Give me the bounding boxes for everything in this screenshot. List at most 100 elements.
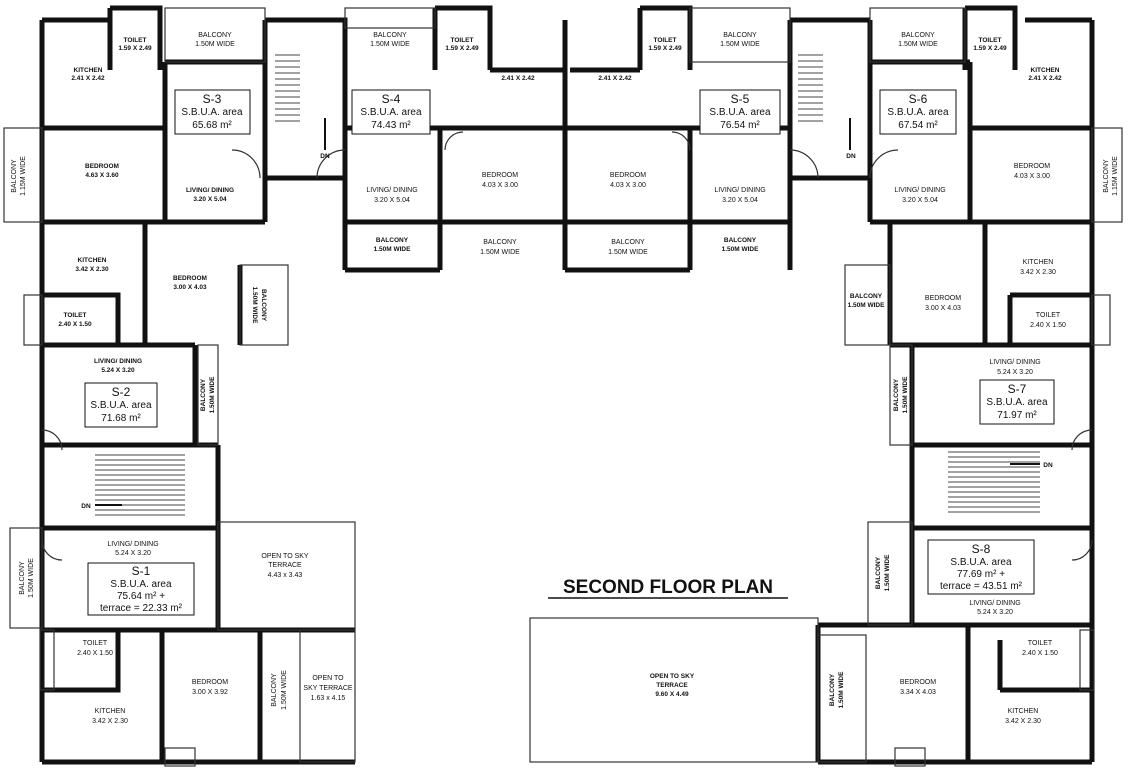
unit-s3: S-3 S.B.U.A. area 65.68 m² [174, 89, 251, 135]
room-label: BALCONY [829, 673, 836, 706]
room-dim: 5.24 X 3.20 [115, 550, 151, 557]
room-dim: 3.00 X 4.03 [173, 284, 207, 291]
room-dim: 3.20 X 5.04 [902, 197, 938, 204]
room-label: LIVING/ DINING [366, 187, 417, 194]
room-label: BALCONY [893, 378, 900, 411]
unit-s5: S-5 S.B.U.A. area 76.54 m² [699, 89, 781, 135]
unit-area: 74.43 m² [371, 120, 411, 131]
unit-s4: S-4 S.B.U.A. area 74.43 m² [351, 89, 431, 135]
unit-extra: terrace = 22.33 m² [100, 603, 183, 614]
room-dim: 2.40 X 1.50 [77, 650, 113, 657]
svg-text:DN: DN [81, 503, 91, 510]
room-dim: 1.50M WIDE [848, 302, 886, 309]
room-dim: 1.50M WIDE [374, 246, 412, 253]
room-label: BALCONY [723, 32, 757, 39]
room-dim: 1.50M WIDE [251, 287, 258, 325]
room-label: BALCONY [611, 239, 645, 246]
room-label: LIVING/ DINING [94, 358, 142, 365]
plan-title: SECOND FLOOR PLAN [563, 577, 773, 598]
staircase-right [798, 54, 823, 122]
unit-label: S-3 [203, 92, 222, 106]
room-label: BEDROOM [610, 172, 646, 179]
room-dim: 2.41 X 2.42 [1028, 75, 1062, 82]
room-dim: 1.50M WIDE [902, 376, 909, 414]
unit-area: 76.54 m² [720, 120, 760, 131]
room-label: LIVING/ DINING [969, 600, 1020, 607]
room-label: BALCONY [901, 32, 935, 39]
room-label: BALCONY [373, 32, 407, 39]
room-label: BALCONY [875, 556, 882, 589]
room-label: TOILET [124, 37, 147, 44]
room-label: TOILET [83, 640, 108, 647]
room-dim: 3.20 X 5.04 [722, 197, 758, 204]
dn-marker-right: DN [846, 118, 856, 160]
unit-area-label: S.B.U.A. area [360, 107, 422, 118]
room-label: BEDROOM [192, 679, 228, 686]
room-dim: 3.00 X 3.92 [192, 689, 228, 696]
room-dim: 3.20 X 5.04 [374, 197, 410, 204]
room-dim: 3.42 X 2.30 [75, 266, 109, 273]
svg-text:DN: DN [1043, 462, 1053, 469]
room-label: BALCONY [260, 289, 267, 322]
room-label: BALCONY [198, 32, 232, 39]
balcony-outlines [3, 7, 1123, 767]
room-dim: 3.20 X 5.04 [193, 196, 227, 203]
room-dim: 4.63 X 3.60 [85, 172, 119, 179]
room-label: BALCONY [376, 237, 409, 244]
svg-text:DN: DN [320, 153, 330, 160]
room-label: LIVING/ DINING [186, 187, 234, 194]
room-dim: 1.50M WIDE [720, 41, 760, 48]
room-dim: 2.40 X 1.50 [1022, 650, 1058, 657]
unit-extra: terrace = 43.51 m² [940, 581, 1023, 592]
room-dim: 1.59 X 2.49 [118, 45, 152, 52]
unit-label: S-7 [1008, 382, 1027, 396]
room-label: SKY TERRACE [303, 685, 352, 692]
room-dim: 3.42 X 2.30 [92, 718, 128, 725]
room-label: OPEN TO [312, 675, 344, 682]
unit-s1: S-1 S.B.U.A. area 75.64 m² + terrace = 2… [87, 562, 195, 616]
unit-s2: S-2 S.B.U.A. area 71.68 m² [84, 382, 158, 428]
unit-s8: S-8 S.B.U.A. area 77.69 m² + terrace = 4… [927, 539, 1035, 595]
room-label: BEDROOM [173, 275, 207, 282]
room-dim: 1.59 X 2.49 [445, 45, 479, 52]
room-label: TERRACE [656, 682, 688, 689]
room-label: BEDROOM [1014, 163, 1050, 170]
dn-marker-left: DN [320, 118, 330, 160]
room-dim: 1.50M WIDE [722, 246, 760, 253]
room-label: BALCONY [200, 378, 207, 411]
room-label: BALCONY [483, 239, 517, 246]
unit-s7: S-7 S.B.U.A. area 71.97 m² [979, 379, 1055, 425]
staircase-s7 [948, 451, 1040, 513]
room-dim: 1.50M WIDE [480, 249, 520, 256]
unit-area: 71.97 m² [997, 410, 1037, 421]
room-dim: 4.43 x 3.43 [268, 572, 303, 579]
unit-area-label: S.B.U.A. area [709, 107, 771, 118]
room-label: KITCHEN [601, 67, 630, 74]
room-label: KITCHEN [1008, 708, 1039, 715]
unit-area: 77.69 m² + [957, 569, 1005, 580]
room-dim: 5.24 X 3.20 [977, 609, 1013, 616]
unit-area: 65.68 m² [192, 120, 232, 131]
unit-area-label: S.B.U.A. area [110, 579, 172, 590]
room-label: KITCHEN [74, 67, 103, 74]
room-label: BALCONY [11, 159, 18, 193]
room-label: LIVING/ DINING [894, 187, 945, 194]
unit-area: 75.64 m² + [117, 591, 165, 602]
room-dim: 3.34 X 4.03 [900, 689, 936, 696]
room-dim: 4.03 X 3.00 [482, 182, 518, 189]
room-dim: 1.50M WIDE [281, 670, 288, 710]
room-label: OPEN TO SKY [650, 673, 695, 680]
room-dim: 1.63 x 4.15 [311, 695, 346, 702]
unit-area-label: S.B.U.A. area [986, 397, 1048, 408]
room-dim: 1.50M WIDE [209, 376, 216, 414]
room-label: BALCONY [271, 673, 278, 707]
room-label: BALCONY [724, 237, 757, 244]
unit-area-label: S.B.U.A. area [887, 107, 949, 118]
room-dim: 1.50M WIDE [370, 41, 410, 48]
room-dim: 2.40 X 1.50 [58, 321, 92, 328]
room-label: TOILET [1036, 312, 1061, 319]
room-label: KITCHEN [1023, 259, 1054, 266]
unit-label: S-2 [112, 385, 131, 399]
unit-area-label: S.B.U.A. area [181, 107, 243, 118]
room-dim: 3.42 X 2.30 [1020, 269, 1056, 276]
